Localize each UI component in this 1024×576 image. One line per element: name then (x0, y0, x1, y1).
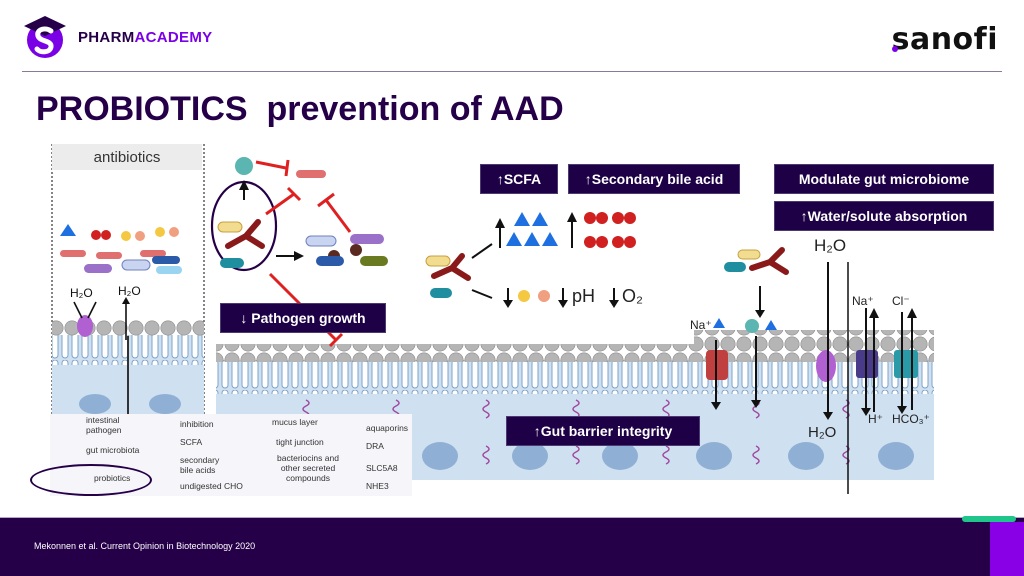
citation: Mekonnen et al. Current Opinion in Biote… (34, 541, 256, 551)
mucus-layer-main (216, 344, 934, 362)
legend-scfa: SCFA (180, 437, 203, 447)
pharmacademy-logo: PHARMACADEMY (22, 14, 212, 60)
na-plus-label: Na⁺ (690, 318, 712, 332)
tag-pathogen-growth: ↓ Pathogen growth (220, 303, 386, 333)
page-title: PROBIOTICS prevention of AAD (36, 90, 564, 128)
na-plus-label: Na⁺ (852, 294, 874, 308)
figure-legend: intestinal pathogen gut microbiota probi… (30, 414, 412, 496)
header-divider (22, 71, 1002, 72)
legend-inhibition: inhibition (180, 419, 214, 429)
legend-dra: DRA (366, 441, 384, 451)
logo-text-pharm: PHARM (78, 28, 135, 46)
cl-minus-label: Cl⁻ (892, 294, 910, 308)
h2o-label: H₂O (70, 286, 93, 300)
mucus-left (52, 320, 204, 336)
graduation-cap-s-icon (22, 14, 68, 60)
legend-nhe3: NHE3 (366, 481, 389, 491)
ph-label: pH (572, 286, 596, 306)
dra-transporter (894, 350, 918, 378)
footer-accent-purple (990, 522, 1024, 576)
footer-bar (0, 518, 1024, 576)
legend-gut-microbiota: gut microbiota (86, 445, 140, 455)
legend-intestinal-pathogen: intestinal pathogen (86, 415, 122, 435)
pathogen-icon (296, 170, 326, 178)
bacteriocin-icon (235, 157, 253, 175)
tag-secondary-bile-acid: ↑Secondary bile acid (568, 164, 740, 194)
legend-mucus-layer: mucus layer (272, 417, 318, 427)
aquaporin-icon (816, 350, 836, 382)
tag-modulate-microbiome: Modulate gut microbiome (774, 164, 994, 194)
legend-undigested-cho: undigested CHO (180, 481, 243, 491)
probiotics-legend-highlight (30, 464, 152, 496)
aquaporin-icon (77, 315, 93, 337)
mucus-layer-raised (694, 330, 934, 348)
logo-text-academy: ACADEMY (134, 28, 213, 46)
legend-aquaporins: aquaporins (366, 423, 409, 433)
scfa-icon (60, 224, 76, 236)
legend-slc5a8: SLC5A8 (366, 463, 398, 473)
hco3-label: HCO₃⁺ (892, 412, 930, 426)
sanofi-logo: sanofi (891, 22, 998, 57)
microvilli-main (216, 360, 934, 394)
scfa-triangles (506, 212, 558, 246)
footer-accent-green (962, 516, 1016, 522)
legend-bacteriocins: bacteriocins and other secreted compound… (277, 453, 339, 483)
brand-dot (891, 46, 898, 52)
footer-divider (0, 517, 1024, 518)
antibiotics-label: antibiotics (52, 144, 202, 170)
legend-secondary-bile-acids: secondary bile acids (180, 455, 220, 475)
o2-label: O₂ (622, 286, 643, 306)
h-plus-label: H⁺ (868, 412, 883, 426)
nucleus (79, 394, 111, 414)
tag-scfa: ↑SCFA (480, 164, 558, 194)
h2o-bottom-label: H₂O (808, 424, 837, 441)
h2o-label: H₂O (118, 284, 141, 298)
tag-water-absorption: ↑Water/solute absorption (774, 201, 994, 231)
h2o-top-label: H₂O (814, 236, 847, 255)
brand-text: sanofi (891, 22, 998, 57)
legend-tight-junction: tight junction (276, 437, 324, 447)
tag-gut-barrier: ↑Gut barrier integrity (506, 416, 700, 446)
bile-acid-icons (584, 212, 636, 248)
nucleus (149, 394, 181, 414)
